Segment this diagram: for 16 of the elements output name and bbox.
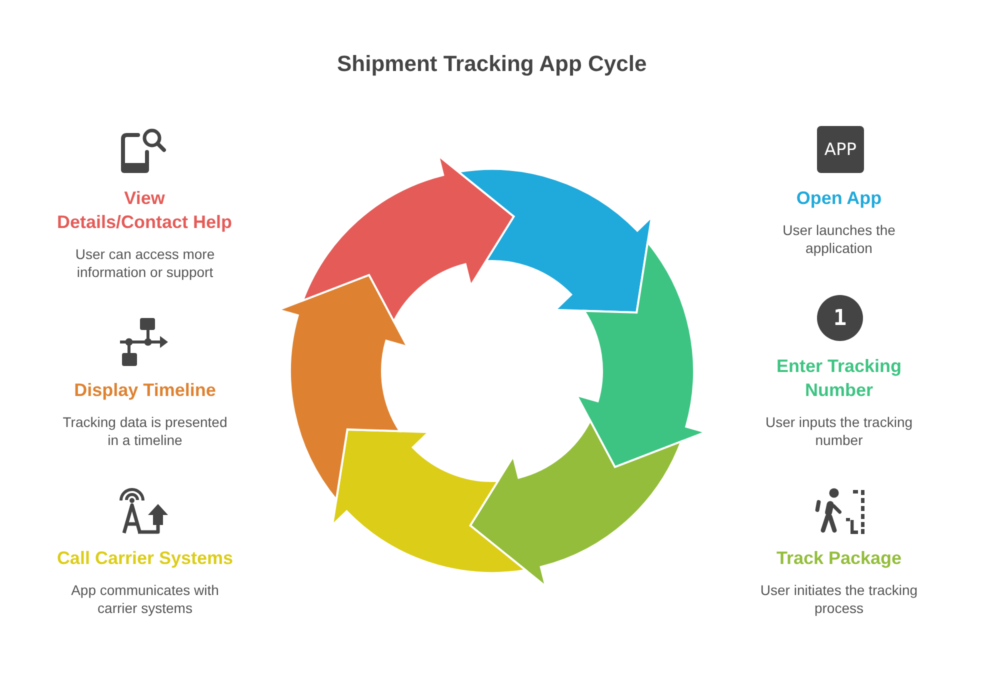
step-description: Tracking data is presented in a timeline <box>62 413 228 449</box>
step-title: Track Package <box>776 547 902 570</box>
curved-arrow-segment <box>331 428 527 574</box>
step-description: User launches the application <box>782 221 896 257</box>
step-title: Enter Tracking Number <box>776 355 902 402</box>
step-description: App communicates with carrier systems <box>70 581 220 617</box>
step-description: User initiates the tracking process <box>760 581 918 617</box>
step-title: Open App <box>796 187 882 210</box>
step-description: User inputs the tracking number <box>764 413 914 449</box>
step-title: Call Carrier Systems <box>56 547 234 570</box>
step-title: Display Timeline <box>74 379 216 402</box>
step-title: View Details/Contact Help <box>56 187 232 234</box>
number-disc: 1 <box>817 295 863 341</box>
app-tile: APP <box>817 126 864 173</box>
title: Shipment Tracking App Cycle <box>337 50 647 78</box>
step-description: User can access more information or support <box>74 245 216 281</box>
